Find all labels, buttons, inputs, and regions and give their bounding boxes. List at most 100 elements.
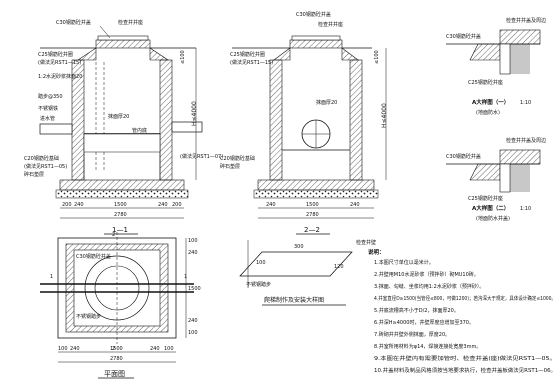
- cover-top: [97, 35, 149, 41]
- svg-text:120: 120: [334, 264, 344, 270]
- label-lining: 抹面厚20: [108, 113, 129, 120]
- label-frame: 检查井井座: [118, 19, 143, 26]
- title-plan: 平面图: [104, 370, 125, 378]
- label-plaster: 1:2水泥砂浆抹面20: [38, 73, 82, 80]
- svg-text:1500: 1500: [110, 346, 123, 352]
- svg-text:240: 240: [188, 250, 198, 256]
- label-top-dim: ≤100: [180, 50, 186, 64]
- svg-text:2780: 2780: [306, 212, 319, 218]
- label-height: H≤4000: [191, 101, 198, 126]
- note-item: 3.抹面、勾缝、坐浆均用1:2水泥砂浆（预拌砂）。: [374, 283, 484, 290]
- svg-text:100: 100: [188, 238, 198, 244]
- label-detail-base-2: C25钢筋砼井座: [468, 195, 503, 202]
- notes-heading: 说明：: [368, 248, 385, 256]
- section-1-1: C30钢筋砼井盖 检查井井座 C25钢筋砼井圈 (做法见RST1—15) 1:2…: [24, 19, 223, 235]
- svg-text:1: 1: [50, 274, 53, 280]
- label-detail-frame-2: 检查井井盖及周边: [506, 137, 546, 144]
- label-ring-ref: (做法见RST1—15): [38, 59, 81, 66]
- svg-text:240: 240: [70, 346, 80, 352]
- gravel-bed-2: [253, 189, 379, 199]
- section-2-2: C30钢筋砼井盖 检查井井座 C25钢筋砼井圈 (做法见RST1—15) 抹面厚…: [220, 11, 388, 235]
- note-item: 7.砖砌井井壁外侧抹面，厚度20。: [374, 331, 450, 338]
- svg-text:240: 240: [266, 202, 276, 208]
- wall-left-2: [269, 59, 283, 181]
- note-item: 4.井室直径D≥1500(当管径≤800，可做1200)；若沟深大于规定，具体设…: [374, 295, 556, 302]
- concrete-base-2: [257, 179, 375, 191]
- svg-text:(地面防水井盖): (地面防水井盖): [476, 215, 510, 222]
- svg-text:2: 2: [112, 346, 115, 352]
- svg-text:300: 300: [294, 244, 304, 250]
- label-detail-cover-2: C30钢筋砼井盖: [446, 153, 481, 160]
- note-item: 6.井深H≥4000时，井壁厚度应增加至370。: [374, 319, 474, 326]
- label-base-2: C20钢筋砼基础: [220, 155, 255, 162]
- svg-text:1500: 1500: [188, 286, 201, 292]
- label-pipe-in: 进水管: [40, 115, 55, 122]
- svg-text:200: 200: [172, 202, 182, 208]
- step-detail: 不锈钢踏步 检查井壁 300 120 100 爬梯制作及安装大样图: [239, 239, 376, 306]
- outlet-pipe: [171, 121, 203, 133]
- wall-right-2: [349, 59, 363, 181]
- label-plaster-2: 抹面厚20: [316, 99, 337, 106]
- ring-left: [77, 47, 97, 61]
- svg-text:1500: 1500: [306, 202, 319, 208]
- svg-text:240: 240: [150, 346, 160, 352]
- label-wall-ref: (做法见RST1—07): [180, 153, 223, 160]
- label-detail-frame-1: 检查井井盖及周边: [506, 17, 546, 24]
- label-detail-base-1: C25钢筋砼井座: [468, 79, 503, 86]
- svg-text:1:10: 1:10: [520, 206, 531, 212]
- svg-text:100: 100: [164, 346, 174, 352]
- detail-a-2: 检查井井盖及周边 C30钢筋砼井盖 C25钢筋砼井座 A大样图（二） 1:10 …: [446, 137, 546, 222]
- manhole-cover-2: [289, 39, 343, 49]
- title-detail-a-2: A大样图（二）: [472, 204, 509, 212]
- label-detail-cover-1: C30钢筋砼井盖: [446, 33, 481, 40]
- note-item: 9.本图在井壁内有需要加管时、检查井盖(座)做法见RST1—05。: [374, 355, 556, 362]
- wall-right: [159, 59, 173, 181]
- label-frame-2: 检查井井座: [318, 21, 343, 28]
- svg-text:2780: 2780: [114, 212, 127, 218]
- concrete-base: [59, 179, 185, 191]
- svg-text:100: 100: [58, 346, 68, 352]
- title-section-1-1: 1—1: [112, 226, 128, 234]
- label-ring-2: C25钢筋砼井圈: [230, 51, 265, 58]
- note-item: 2.井壁用M10水泥砂浆（预拌砂）砌MU10砖。: [374, 271, 479, 278]
- svg-text:200: 200: [62, 202, 72, 208]
- label-height-2: H≤4000: [381, 103, 388, 128]
- svg-text:240: 240: [188, 318, 198, 324]
- svg-text:2780: 2780: [110, 356, 123, 362]
- label-bed-2: 碎石垫层: [220, 163, 240, 170]
- label-pipe-out: 管内底: [132, 127, 147, 134]
- svg-text:(地面防水): (地面防水): [476, 109, 500, 116]
- svg-text:≤100: ≤100: [374, 50, 380, 64]
- svg-text:1500: 1500: [114, 202, 127, 208]
- svg-text:100: 100: [188, 330, 198, 336]
- label-step-rung: 不锈钢踏步: [246, 281, 271, 288]
- svg-text:1: 1: [184, 274, 187, 280]
- title-detail-a-1: A大样图（一）: [472, 98, 509, 106]
- label-base-ref: (做法见RST1—05): [24, 163, 67, 170]
- note-item: 10.井盖材料及制品风格须按当地要求执行，检查井盖板做法见RST1—06。: [374, 367, 556, 374]
- label-ring-ref-2: (做法见RST1—15): [230, 59, 273, 66]
- inlet-pipe: [39, 123, 73, 135]
- gravel-bed: [55, 189, 189, 199]
- label-plan-cover: C30钢筋砼井盖: [76, 253, 111, 260]
- label-cover: C30钢筋砼井盖: [56, 19, 91, 26]
- svg-text:2: 2: [112, 232, 115, 238]
- manhole-cover: [95, 39, 151, 49]
- svg-text:100: 100: [256, 260, 266, 266]
- detail-frame-1: [469, 43, 501, 61]
- label-ring: C25钢筋砼井圈: [38, 51, 73, 58]
- label-step: 踏步@350: [38, 93, 63, 100]
- svg-text:240: 240: [74, 202, 84, 208]
- label-base: C20钢筋砼基础: [24, 155, 59, 162]
- ring-right: [149, 47, 169, 61]
- notes: 说明： 1.本图尺寸单位以毫米计。 2.井壁用M10水泥砂浆（预拌砂）砌MU10…: [368, 248, 556, 374]
- detail-a-1: 检查井井盖及周边 C30钢筋砼井盖 C25钢筋砼井座 A大样图（一） 1:10 …: [446, 17, 546, 116]
- plan-view: C30钢筋砼井盖 不锈钢踏步 1 1 2 2 100 240 1500 240 …: [40, 232, 201, 379]
- title-section-2-2: 2—2: [304, 226, 320, 234]
- svg-text:240: 240: [158, 202, 168, 208]
- detail-cover-1: [499, 29, 541, 45]
- label-bed: 碎石垫层: [24, 171, 44, 178]
- label-seal: 不锈钢铁: [38, 105, 58, 112]
